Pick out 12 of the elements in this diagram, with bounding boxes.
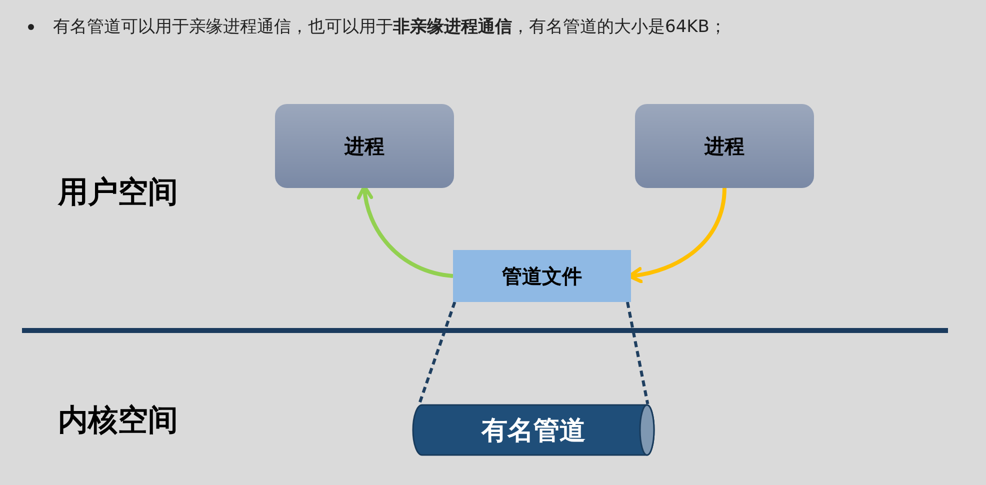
process-box [635,104,814,188]
title-text: 有名管道可以用于亲缘进程通信，也可以用于非亲缘进程通信，有名管道的大小是64KB； [53,16,726,38]
dashed-line [418,302,456,404]
region-label: 内核空间 [58,402,178,440]
process-box [275,104,454,188]
pipe-file-box [453,250,631,302]
node-label: 有名管道 [482,414,586,448]
region-label: 用户空间 [58,174,178,212]
node-label: 进程 [704,132,744,160]
node-label: 进程 [344,132,384,160]
node-label: 管道文件 [502,262,582,290]
dashed-line [626,302,650,404]
